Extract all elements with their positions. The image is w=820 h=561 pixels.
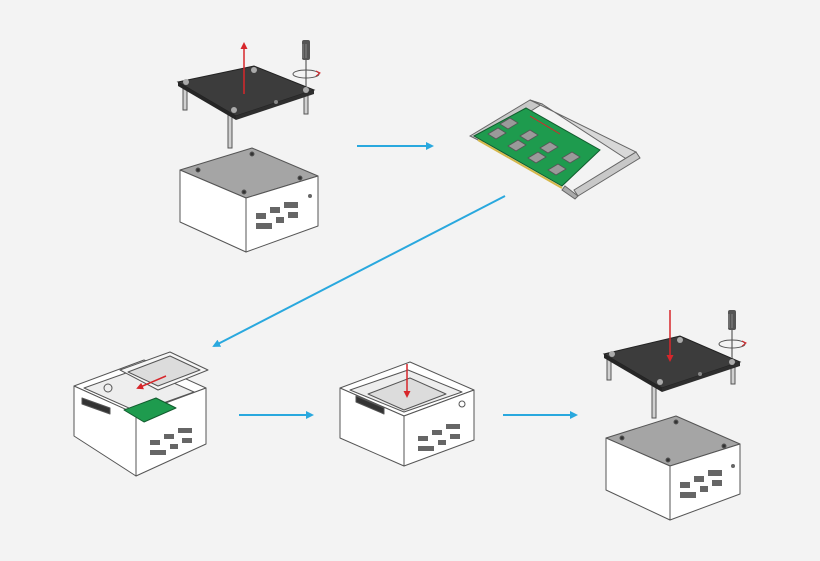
nuc-chassis [179,147,319,253]
step-install-ssd-drive [73,351,209,477]
step-install-memory-module [468,99,641,200]
step-replace-bottom-cover [602,310,747,521]
cover-screws [606,355,736,419]
nuc-chassis [605,415,741,521]
screwdriver-icon [292,40,321,86]
bottom-cover-plate [602,335,742,389]
step-secure-ssd-drive [339,361,475,467]
slide-arrow-icon [136,375,167,390]
step-remove-bottom-cover [176,40,321,253]
flow-arrow-2 [212,195,506,347]
screwdriver-icon [718,310,747,358]
